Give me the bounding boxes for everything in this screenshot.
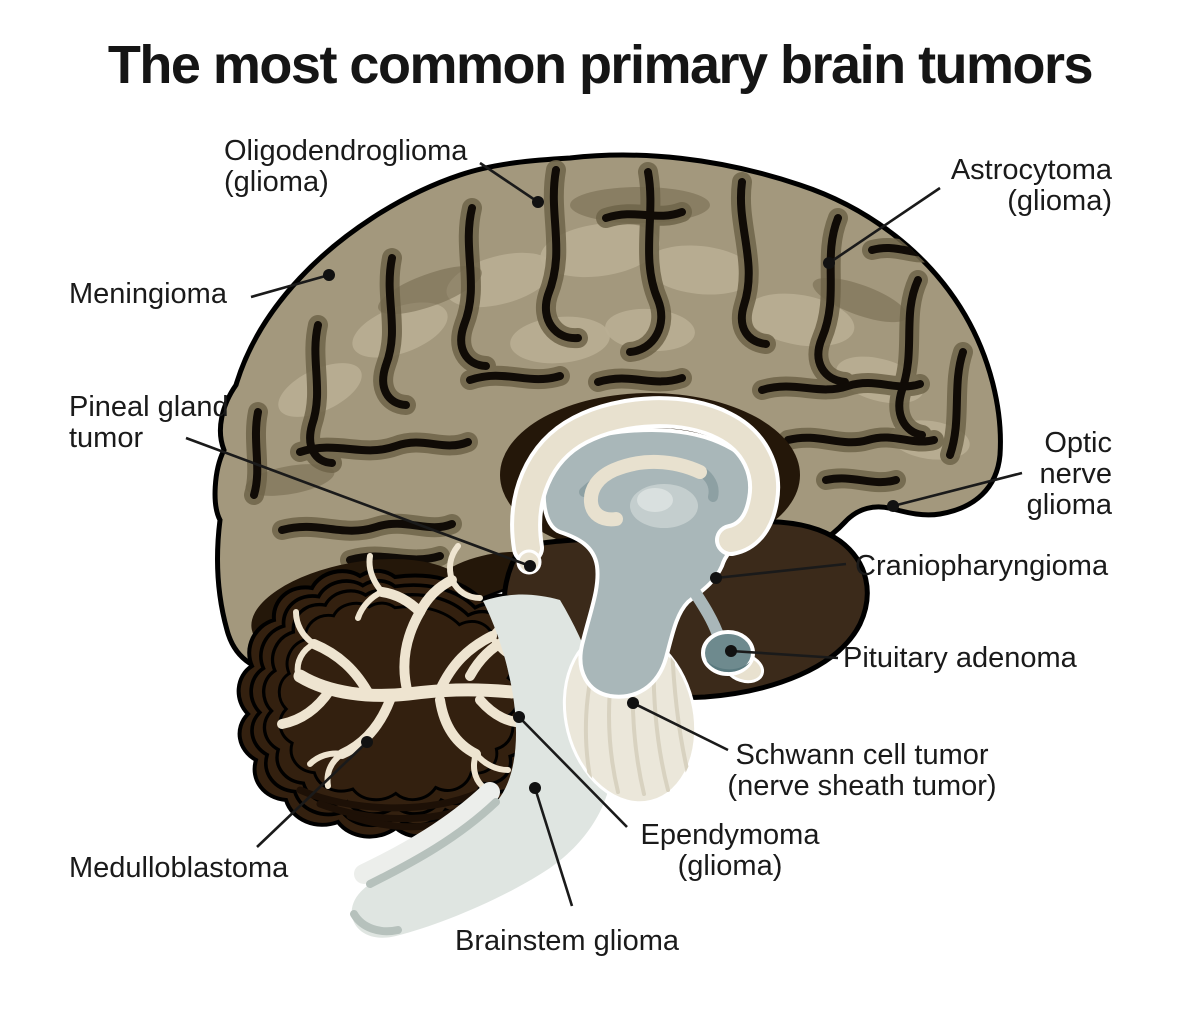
label-ependymoma: Ependymoma (glioma): [640, 819, 820, 882]
label-craniopharyngioma: Craniopharyngioma: [855, 550, 1109, 582]
leader-lines-and-dots: [185, 161, 1023, 907]
label-astrocytoma: Astrocytoma (glioma): [950, 154, 1112, 217]
pituitary-gland: [686, 582, 765, 684]
label-pineal-gland-tumor: Pineal gland tumor: [69, 391, 229, 454]
corpus-callosum-ventricles: [510, 396, 780, 699]
label-schwann-cell-tumor: Schwann cell tumor (nerve sheath tumor): [727, 739, 997, 802]
page-title: The most common primary brain tumors: [107, 35, 1094, 95]
label-optic-nerve-glioma: Optic nerve glioma: [1026, 427, 1112, 521]
brainstem-spinal-cord: [350, 594, 613, 938]
label-oligodendroglioma: Oligodendroglioma (glioma): [224, 135, 468, 198]
arbor-vitae-tree: [277, 543, 531, 789]
cerebellum: [236, 543, 564, 839]
label-brainstem-glioma: Brainstem glioma: [455, 925, 680, 957]
label-meningioma: Meningioma: [69, 278, 227, 310]
label-medulloblastoma: Medulloblastoma: [69, 852, 289, 884]
label-pituitary-adenoma: Pituitary adenoma: [843, 642, 1077, 674]
